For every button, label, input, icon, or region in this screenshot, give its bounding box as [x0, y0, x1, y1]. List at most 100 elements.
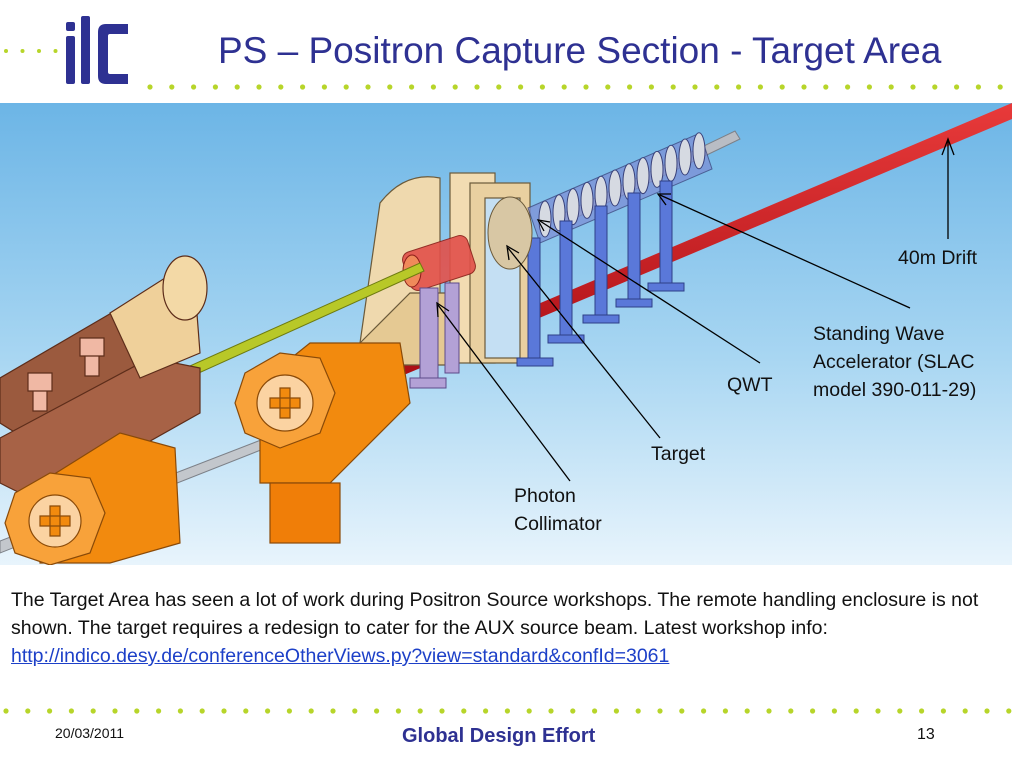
- dot: [243, 708, 249, 714]
- dot: [147, 84, 153, 90]
- dot: [801, 84, 807, 90]
- page-number: 13: [917, 726, 935, 743]
- dot: [788, 708, 794, 714]
- dot: [461, 708, 467, 714]
- footer-organization: Global Design Effort: [402, 725, 596, 747]
- dot: [321, 84, 327, 90]
- dot: [875, 708, 881, 714]
- dot: [134, 708, 140, 714]
- dot: [757, 84, 764, 90]
- dot: [984, 708, 990, 714]
- dot: [330, 708, 336, 714]
- dot: [25, 708, 31, 714]
- accelerator-cell: [608, 169, 622, 207]
- dot: [68, 708, 74, 714]
- dot: [199, 708, 205, 714]
- dot: [47, 708, 53, 714]
- dot: [962, 708, 968, 714]
- dot: [308, 708, 314, 714]
- dot: [866, 84, 873, 90]
- dot: [722, 708, 729, 714]
- workshop-link[interactable]: http://indico.desy.de/conferenceOtherVie…: [11, 645, 670, 667]
- accelerator-cell: [692, 132, 706, 170]
- dot: [395, 708, 401, 714]
- dot: [627, 84, 633, 90]
- dot: [539, 84, 546, 90]
- dot: [592, 708, 598, 714]
- dot: [919, 708, 925, 714]
- top-left-dots: [4, 49, 58, 53]
- dot: [975, 84, 982, 90]
- accelerator-cell: [580, 181, 594, 219]
- dot: [670, 84, 676, 90]
- leader-lines: [436, 137, 955, 482]
- target-disc: [487, 196, 533, 270]
- dot: [766, 708, 772, 714]
- accelerator-cell: [538, 200, 552, 238]
- label-accelerator-line1: Standing Wave: [813, 323, 945, 345]
- dot: [300, 84, 306, 90]
- dot: [374, 708, 380, 714]
- accelerator-supports: [516, 180, 685, 367]
- dot: [561, 84, 567, 90]
- dot: [90, 708, 96, 714]
- dot: [605, 84, 611, 90]
- dot: [701, 708, 707, 714]
- accelerator-cell: [566, 188, 580, 226]
- dot: [954, 84, 960, 90]
- dot: [648, 84, 655, 90]
- dot: [4, 49, 8, 53]
- dot: [352, 708, 358, 714]
- dot: [365, 84, 371, 90]
- dot: [20, 49, 25, 53]
- dot: [613, 708, 620, 714]
- dot: [430, 84, 436, 90]
- dot: [37, 49, 41, 53]
- dot: [679, 708, 685, 714]
- dot: [657, 708, 663, 714]
- dot: [744, 708, 750, 714]
- dot: [221, 708, 227, 714]
- dot: [112, 708, 118, 714]
- dot: [212, 84, 218, 90]
- dot: [409, 84, 415, 90]
- header-dots: [147, 84, 1003, 90]
- dot: [439, 708, 445, 714]
- accelerator-structure: [527, 132, 713, 244]
- accelerator-cell: [636, 157, 650, 195]
- dot: [910, 84, 916, 90]
- dot: [888, 84, 894, 90]
- dot: [483, 708, 489, 714]
- body-text: The Target Area has seen a lot of work d…: [11, 589, 979, 639]
- dot: [452, 84, 458, 90]
- footer-date: 20/03/2011: [55, 725, 125, 741]
- dot: [570, 708, 576, 714]
- dot: [156, 708, 162, 714]
- accelerator-cell: [664, 144, 678, 182]
- dot: [823, 84, 829, 90]
- label-target: Target: [651, 443, 706, 465]
- label-collimator-line1: Photon: [514, 485, 576, 507]
- dot: [526, 708, 532, 714]
- dot: [343, 84, 349, 90]
- dot: [191, 84, 197, 90]
- collimator-support: [409, 282, 460, 389]
- dot: [1006, 708, 1012, 714]
- dot: [169, 84, 175, 90]
- dot: [496, 84, 502, 90]
- label-accelerator-line3: model 390-011-29): [813, 379, 977, 401]
- dot: [831, 708, 838, 714]
- label-40m-drift: 40m Drift: [898, 247, 978, 269]
- dot: [714, 84, 720, 90]
- label-collimator-line2: Collimator: [514, 513, 602, 535]
- dot: [474, 84, 480, 90]
- label-qwt: QWT: [727, 374, 773, 396]
- dot: [692, 84, 698, 90]
- accelerator-cell: [678, 138, 692, 176]
- dot: [3, 708, 9, 714]
- slide-title: PS – Positron Capture Section - Target A…: [218, 30, 942, 71]
- dot: [810, 708, 816, 714]
- dot: [635, 708, 641, 714]
- dot: [417, 708, 423, 714]
- dot: [234, 84, 240, 90]
